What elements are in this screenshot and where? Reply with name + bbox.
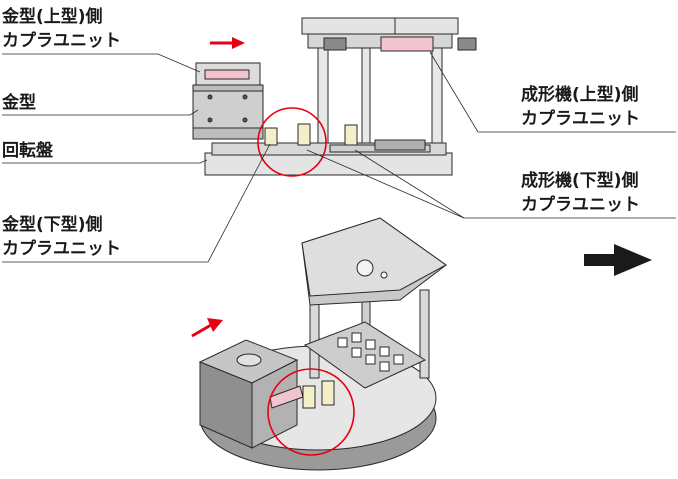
move-arrow-top (210, 37, 245, 49)
mold-upper-coupler-3d (269, 385, 304, 409)
pillar-left (309, 299, 320, 379)
pillar-right (419, 289, 430, 379)
rotary-table-side (204, 152, 453, 176)
side-view-schematic (192, 17, 477, 176)
machine-lower-coupler-a (297, 123, 311, 146)
next-step-arrow (584, 244, 652, 276)
label-machine-upper-coupler: 成形機(上型)側 カプラユニット (521, 84, 644, 129)
machine-lower-plate (303, 321, 427, 389)
tie-bar-center (361, 47, 371, 147)
label-mold-upper-coupler: 金型(上型)側 カプラユニット (1, 6, 121, 51)
move-arrow-bottom (191, 318, 223, 338)
isometric-illustration (198, 217, 447, 471)
clamp-right (457, 37, 477, 51)
highlight-circle-bottom (267, 368, 355, 456)
tie-bar-right (431, 47, 443, 159)
machine-upper-coupler (380, 36, 434, 52)
leader-lines (2, 51, 676, 263)
machine-top-plate (301, 17, 459, 35)
label-rotary-table: 回転盤 (2, 140, 54, 161)
mold-lower-coupler (264, 127, 278, 146)
mold-lower-coupler-3d (302, 385, 316, 409)
label-mold-lower-coupler: 金型(下型)側 カプラユニット (1, 214, 121, 259)
clamp-left (323, 37, 347, 51)
machine-lower-coupler-b (344, 124, 358, 146)
highlight-circle-top (257, 107, 327, 177)
label-mold: 金型 (1, 92, 36, 113)
label-machine-lower-coupler: 成形機(下型)側 カプラユニット (521, 170, 644, 215)
